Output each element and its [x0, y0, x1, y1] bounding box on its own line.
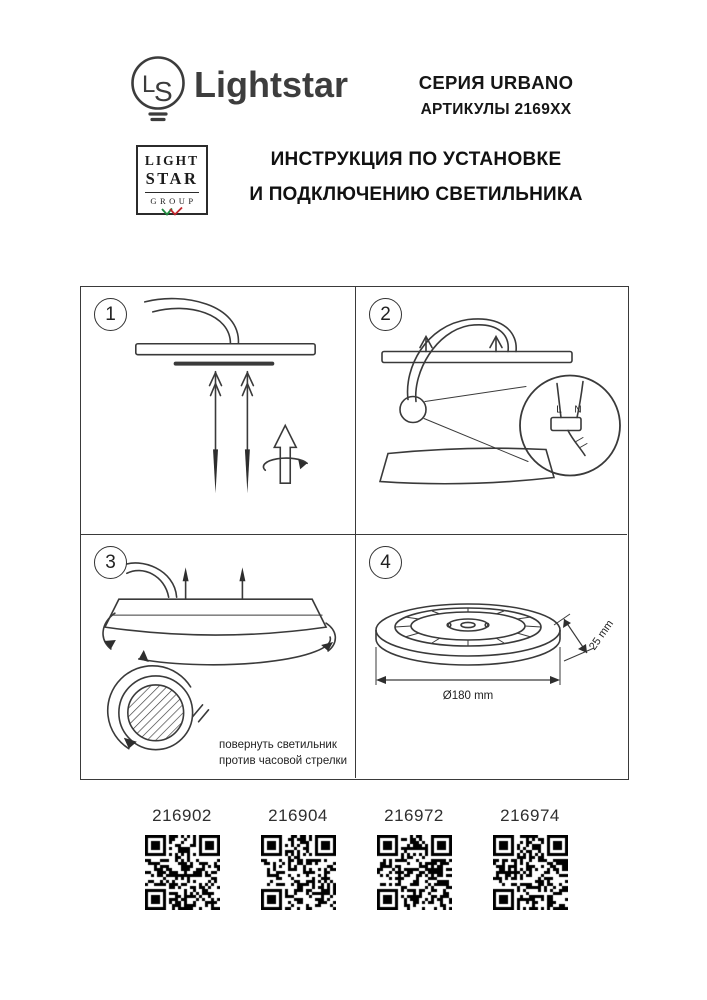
main-title-line1: ИНСТРУКЦИЯ ПО УСТАНОВКЕ [270, 149, 562, 170]
step3-rotate-fixture-diagram [102, 562, 337, 751]
rotate-note: повернуть светильник против часовой стре… [219, 737, 347, 769]
step2-wiring-diagram: L N [378, 318, 621, 485]
rotate-note-line1: повернуть светильник [219, 739, 337, 751]
qr-article-label: 216974 [500, 806, 560, 825]
step1-mounting-springs-diagram [135, 297, 316, 494]
svg-text:S: S [154, 76, 173, 107]
step-3-cell: 3 [81, 535, 356, 778]
step-4-cell: 4 [356, 535, 627, 778]
series-title: СЕРИЯ URBANO [418, 72, 574, 93]
qr-code [144, 835, 220, 910]
wiring-n-label: N [574, 405, 581, 416]
group-logo-group: GROUP [150, 196, 197, 206]
brand-wordmark: Lightstar [194, 64, 349, 105]
main-title: ИНСТРУКЦИЯ ПО УСТАНОВКЕ И ПОДКЛЮЧЕНИЮ СВ… [244, 149, 588, 206]
qr-item: 216904 [238, 806, 358, 915]
articles-title: АРТИКУЛЫ 2169XX [420, 101, 572, 118]
height-dimension-label: 25 mm [587, 618, 616, 652]
qr-article-label: 216902 [152, 806, 212, 825]
step-4-number-badge: 4 [369, 546, 402, 579]
group-logo-star: STAR [145, 169, 199, 193]
qr-code [376, 835, 452, 910]
qr-item: 216972 [354, 806, 474, 915]
series-block: СЕРИЯ URBANO АРТИКУЛЫ 2169XX [396, 72, 596, 119]
step-1-cell: 1 [81, 287, 356, 535]
lightstar-bulb-icon: L S [131, 56, 185, 122]
diameter-dimension-label: Ø180 mm [443, 690, 494, 702]
step4-dimensions-diagram: Ø180 mm 25 mm [375, 603, 616, 702]
qr-code [260, 835, 336, 910]
main-title-line2: И ПОДКЛЮЧЕНИЮ СВЕТИЛЬНИКА [249, 184, 583, 205]
step-2-cell: 2 [356, 287, 627, 535]
qr-article-label: 216904 [268, 806, 328, 825]
step-2-number-badge: 2 [369, 298, 402, 331]
group-logo-check-icon [161, 207, 183, 216]
lightstar-group-logo: LIGHT STAR GROUP [136, 145, 208, 216]
qr-item: 216974 [470, 806, 590, 915]
step-3-number-badge: 3 [94, 546, 127, 579]
svg-text:L: L [142, 71, 155, 98]
rotate-note-line2: против часовой стрелки [219, 755, 348, 767]
step-1-number-badge: 1 [94, 298, 127, 331]
wiring-l-label: L [556, 405, 562, 416]
instruction-grid: 1 [80, 286, 629, 780]
group-logo-light: LIGHT [144, 153, 200, 168]
qr-article-label: 216972 [384, 806, 444, 825]
qr-item: 216902 [122, 806, 242, 915]
qr-code [492, 835, 568, 910]
